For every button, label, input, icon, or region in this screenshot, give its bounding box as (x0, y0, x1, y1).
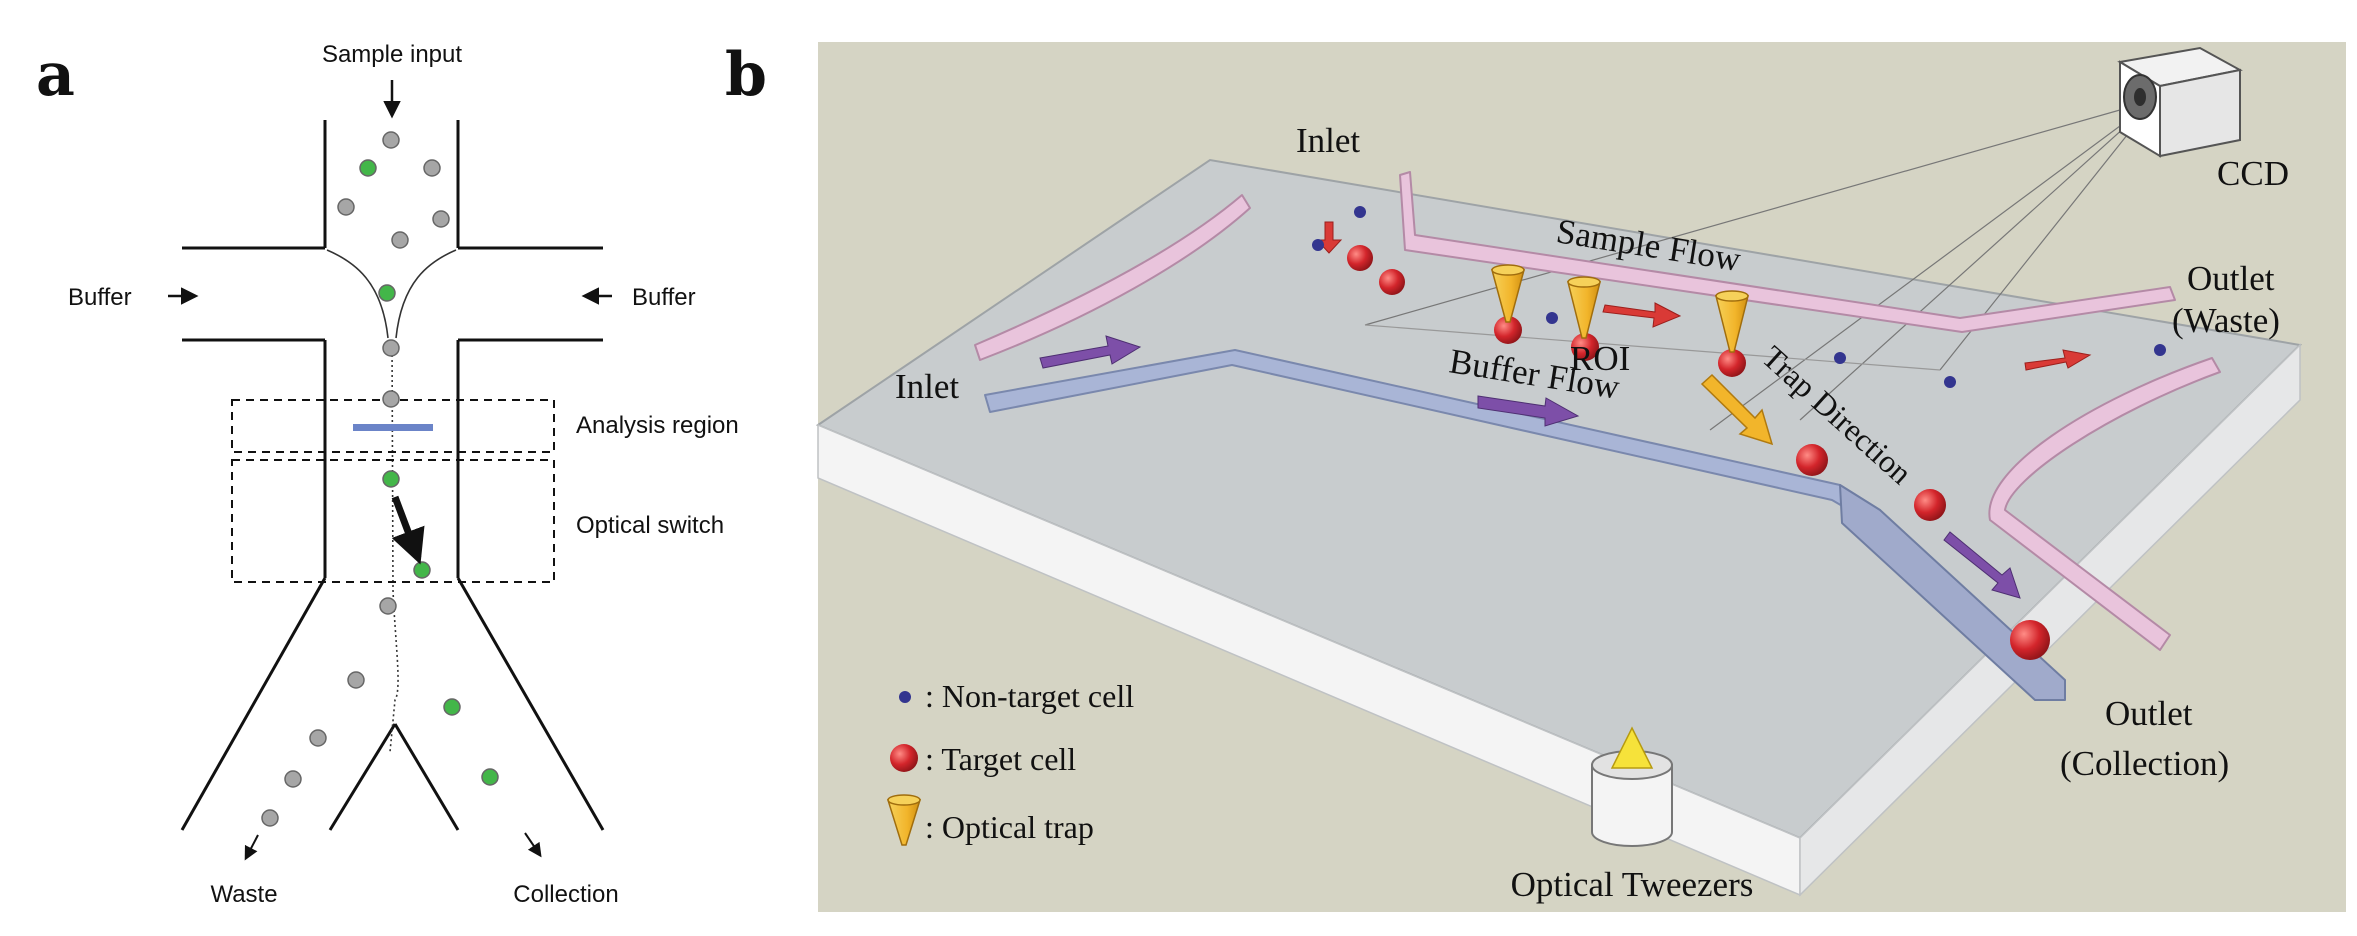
target-cell (1718, 349, 1746, 377)
optical-switch-label: Optical switch (576, 512, 724, 539)
panel-a: a (36, 40, 739, 908)
panel-b-letter: b (725, 40, 767, 110)
target-cell (1347, 245, 1373, 271)
non-target-cell (1354, 206, 1366, 218)
cells (261, 131, 499, 827)
cell-grey (382, 131, 400, 149)
focusing-streamlines (326, 249, 457, 753)
legend-optical-trap-label: : Optical trap (925, 809, 1094, 845)
optical-traps (1491, 264, 1749, 353)
cell-grey (432, 210, 450, 228)
outlet-collection-label-line1: Outlet (2105, 694, 2193, 733)
wall-inlet-curve (974, 194, 1251, 361)
ccd-camera (2117, 46, 2243, 158)
trap-direction-arrow (1700, 373, 1774, 446)
cell-grey (261, 809, 279, 827)
ccd-label: CCD (2217, 154, 2289, 193)
buffer-inlet-arrow (1039, 335, 1142, 369)
cell-grey (379, 597, 397, 615)
collection-flow-arrow (1943, 531, 2021, 599)
cell-grey (347, 671, 365, 689)
wall-buffer-descending (1839, 484, 2066, 701)
cell-grey (309, 729, 327, 747)
cell-green (382, 470, 400, 488)
optical-tweezers (1591, 726, 1673, 847)
ccd-side-face (2159, 68, 2241, 158)
cell-grey (382, 339, 400, 357)
optical-switch-box (231, 459, 555, 583)
ccd-lens-center (2134, 88, 2146, 106)
outlet-waste-label-line1: Outlet (2187, 259, 2275, 298)
collection-label: Collection (513, 881, 618, 908)
optical-trap-top (1491, 264, 1525, 276)
legend-target-label: : Target cell (925, 741, 1076, 777)
sample-flow-arrow (1602, 302, 1682, 328)
roi-label: ROI (1570, 339, 1630, 378)
channel-walls (180, 120, 605, 831)
non-target-cell (1312, 239, 1324, 251)
target-cell (1796, 444, 1828, 476)
cell-green (359, 159, 377, 177)
panel-a-letter: a (36, 40, 75, 110)
optical-trap-top (1567, 276, 1601, 288)
target-cell (1571, 333, 1599, 361)
non-target-cell (1834, 352, 1846, 364)
flow-arrows-3d (1039, 221, 2092, 599)
buffer-right-label: Buffer (632, 284, 696, 311)
target-cell (1914, 489, 1946, 521)
cell-grey (423, 159, 441, 177)
buffer-left-label: Buffer (68, 284, 132, 311)
target-cells (1347, 245, 2050, 660)
chip-side-face (1799, 343, 2301, 897)
analysis-region-label: Analysis region (576, 412, 739, 439)
target-cell (1494, 316, 1522, 344)
optical-switch-arrow (391, 495, 425, 565)
legend-non-target-label: : Non-target cell (925, 678, 1134, 714)
waste-arrow (244, 834, 259, 861)
non-target-cell (1944, 376, 1956, 388)
outlet-waste-label-line2: (Waste) (2172, 301, 2280, 340)
outlet-collection-label-line2: (Collection) (2060, 744, 2229, 783)
cell-grey (382, 390, 400, 408)
legend-non-target-symbol (899, 691, 911, 703)
non-target-cell (1546, 312, 1558, 324)
cell-green (378, 284, 396, 302)
collection-arrow (524, 832, 542, 858)
tweezers-beam-icon (1610, 726, 1654, 769)
waste-outlet-arrow (2024, 349, 2092, 371)
cell-green (413, 561, 431, 579)
legend-target-symbol (890, 744, 918, 772)
legend-optical-trap-top (887, 794, 921, 806)
inlet-top-label: Inlet (1296, 121, 1360, 160)
flow-arrows (168, 80, 612, 861)
non-target-cells (1312, 206, 2166, 388)
non-target-cell (2154, 344, 2166, 356)
channel-walls-3d (974, 171, 2221, 701)
target-cell (1379, 269, 1405, 295)
buffer-flow-arrow (1477, 395, 1580, 427)
wall-outlet-curve (1988, 357, 2221, 651)
cell-green (443, 698, 461, 716)
cell-grey (391, 231, 409, 249)
detector-bar (353, 424, 433, 431)
target-cell (2010, 620, 2050, 660)
panel-b: b (725, 40, 2346, 912)
cell-grey (284, 770, 302, 788)
waste-label: Waste (210, 881, 277, 908)
sample-input-label: Sample input (322, 41, 462, 68)
tweezers-body (1591, 764, 1673, 847)
cell-green (481, 768, 499, 786)
microfluidic-chip (815, 158, 2303, 897)
legend: : Non-target cell : Target cell : Optica… (886, 678, 1134, 846)
optical-tweezers-label: Optical Tweezers (1511, 865, 1754, 904)
inlet-left-label: Inlet (895, 367, 959, 406)
optical-trap-top (1715, 290, 1749, 302)
cell-grey (337, 198, 355, 216)
